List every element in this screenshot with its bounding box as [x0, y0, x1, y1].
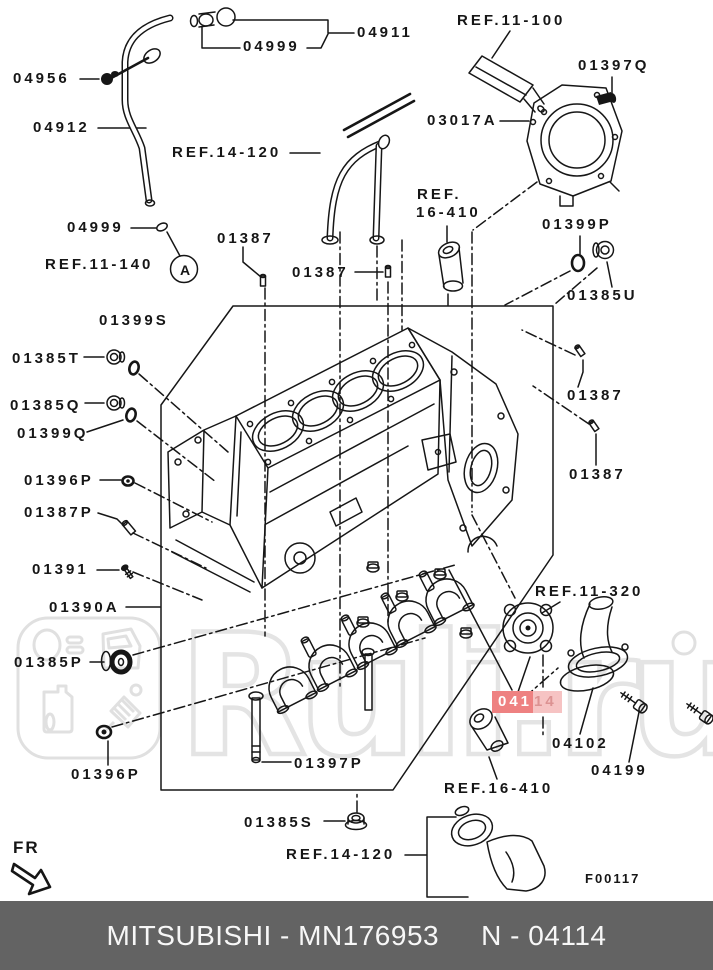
part-label-04999-left[interactable]: 04999 [67, 219, 124, 236]
sensor-ref16-410-bottom-drawing [469, 708, 509, 752]
left-plugs-and-grommets [95, 349, 140, 740]
part-label-01385p[interactable]: 01385P [14, 654, 84, 671]
water-outlet-04102-drawing [559, 595, 629, 692]
oring-01399p-icon [570, 253, 586, 273]
view-marker-a: A [179, 262, 191, 278]
plug-01385u-icon [592, 240, 615, 260]
ref-label-14-120-top[interactable]: REF.14-120 [172, 144, 282, 161]
part-label-04911[interactable]: 04911 [357, 24, 413, 41]
ref-label-11-100[interactable]: REF.11-100 [457, 12, 566, 29]
thermostat-drawing [450, 805, 546, 892]
part-label-01399q[interactable]: 01399Q [17, 425, 89, 442]
part-label-01390a[interactable]: 01390A [49, 599, 120, 616]
part-label-01385t[interactable]: 01385T [12, 350, 81, 367]
leader-lines [79, 19, 640, 898]
part-label-01399p[interactable]: 01399P [542, 216, 612, 233]
watermark-text: Ruli.ru [178, 598, 713, 794]
hose-04912-drawing [102, 14, 174, 207]
part-label-01387-1[interactable]: 01387 [217, 230, 274, 247]
highlight-rest-text: 14 [533, 691, 562, 713]
part-label-01397q[interactable]: 01397Q [578, 57, 650, 74]
part-label-01385u[interactable]: 01385U [567, 287, 638, 304]
ref-label-16-410-line2[interactable]: 16-410 [416, 204, 481, 221]
part-label-01396p-bottom[interactable]: 01396P [71, 766, 141, 783]
nut-01385s-icon [344, 812, 368, 831]
part-label-01397p[interactable]: 01397P [294, 755, 364, 772]
ref-label-14-120-bottom[interactable]: REF.14-120 [286, 846, 396, 863]
fr-direction-arrow [10, 862, 52, 896]
seal-plate-03017a-drawing [526, 84, 623, 207]
pcv-valve-icon [189, 7, 236, 28]
sensor-ref16-410-top-drawing [437, 241, 464, 292]
engine-block-drawing [167, 327, 519, 593]
view-marker-circle [169, 254, 199, 284]
figure-code: F00117 [585, 871, 641, 886]
adapter-ref11-320-drawing [502, 602, 554, 654]
part-label-04199[interactable]: 04199 [591, 762, 648, 779]
part-label-04956[interactable]: 04956 [13, 70, 70, 87]
watermark-logo: Ruli.ru [16, 596, 713, 796]
footer-catalog-number: N - 04114 [481, 919, 607, 951]
part-label-04102[interactable]: 04102 [552, 735, 609, 752]
ref-label-11-140[interactable]: REF.11-140 [45, 256, 154, 273]
part-label-04999-top[interactable]: 04999 [243, 38, 300, 55]
bracket-ref14-120-drawing [321, 92, 416, 245]
part-label-01385s[interactable]: 01385S [244, 814, 314, 831]
fr-direction-label: FR [13, 838, 40, 857]
ref-label-16-410-bottom[interactable]: REF.16-410 [444, 780, 554, 797]
oring-04999-icon [156, 222, 168, 232]
part-label-01387p[interactable]: 01387P [24, 504, 94, 521]
diagram-boundary [160, 305, 554, 791]
part-label-01387-2[interactable]: 01387 [292, 264, 349, 281]
part-label-01387-3[interactable]: 01387 [567, 387, 624, 404]
bolt-04956-icon [101, 71, 119, 85]
part-label-03017a[interactable]: 03017A [427, 112, 498, 129]
ref-label-11-320[interactable]: REF.11-320 [535, 583, 644, 600]
bearing-caps-drawing [248, 561, 476, 764]
part-label-04912[interactable]: 04912 [33, 119, 90, 136]
footer-brand-part-number: MITSUBISHI - MN176953 [106, 919, 440, 951]
part-label-01387-4[interactable]: 01387 [569, 466, 626, 483]
part-label-01391[interactable]: 01391 [32, 561, 89, 578]
footer-bar: MITSUBISHI - MN176953 N - 04114 [0, 901, 713, 970]
ref-label-16-410-line1[interactable]: REF. [417, 186, 462, 203]
part-label-01396p-top[interactable]: 01396P [24, 472, 94, 489]
dowel-01387-icons [259, 264, 600, 433]
highlight-matched-text: 041 [492, 691, 534, 713]
part-label-01385q[interactable]: 01385Q [10, 397, 82, 414]
part-label-01399s[interactable]: 01399S [99, 312, 169, 329]
